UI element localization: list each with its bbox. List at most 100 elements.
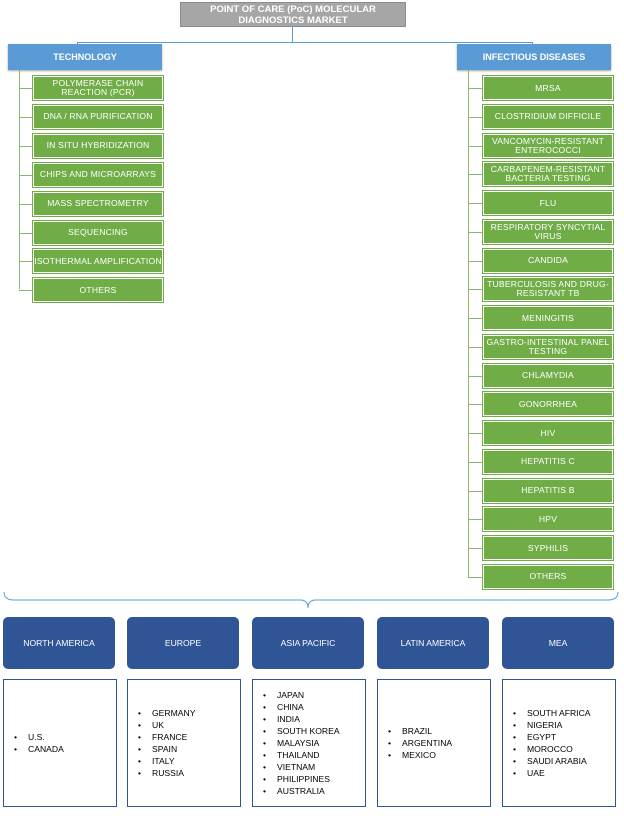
infectious-item-gastro-intestinal-panel-testing: GASTRO-INTESTINAL PANEL TESTING bbox=[483, 334, 613, 359]
country-item: AUSTRALIA bbox=[263, 785, 340, 797]
country-item: ARGENTINA bbox=[388, 737, 452, 749]
region-mea: MEA bbox=[502, 617, 614, 669]
infectious-item-tuberculosis-and-drug-resistant-tb: TUBERCULOSIS AND DRUG-RESISTANT TB bbox=[483, 277, 613, 302]
infectious-item-tick bbox=[468, 289, 483, 291]
country-item: JAPAN bbox=[263, 689, 340, 701]
country-list-mea: SOUTH AFRICANIGERIAEGYPTMOROCCOSAUDI ARA… bbox=[502, 679, 616, 807]
infectious-item-clostridium-difficile: CLOSTRIDIUM DIFFICILE bbox=[483, 104, 613, 129]
infectious-item-tick bbox=[468, 116, 483, 118]
country-bullets: GERMANYUKFRANCESPAINITALYRUSSIA bbox=[128, 707, 195, 779]
country-item: SAUDI ARABIA bbox=[513, 755, 591, 767]
infectious-item-tick bbox=[468, 231, 483, 233]
region-latin-america: LATIN AMERICA bbox=[377, 617, 489, 669]
country-item: NIGERIA bbox=[513, 719, 591, 731]
country-item: ITALY bbox=[138, 755, 195, 767]
country-item: UAE bbox=[513, 767, 591, 779]
region-brace bbox=[3, 591, 619, 609]
infectious-item-tick bbox=[468, 576, 483, 578]
technology-item-polymerase-chain-reaction-pcr: POLYMERASE CHAIN REACTION (PCR) bbox=[33, 76, 163, 100]
infectious-diseases-header: INFECTIOUS DISEASES bbox=[457, 44, 611, 70]
technology-item-tick bbox=[19, 203, 33, 205]
country-item: FRANCE bbox=[138, 731, 195, 743]
country-item: UK bbox=[138, 719, 195, 731]
infectious-item-hepatitis-b: HEPATITIS B bbox=[483, 478, 613, 503]
infectious-item-hiv: HIV bbox=[483, 421, 613, 445]
region-asia-pacific: ASIA PACIFIC bbox=[252, 617, 364, 669]
technology-item-sequencing: SEQUENCING bbox=[33, 220, 163, 245]
country-bullets: BRAZILARGENTINAMEXICO bbox=[378, 725, 452, 761]
technology-item-in-situ-hybridization: IN SITU HYBRIDIZATION bbox=[33, 133, 163, 158]
country-bullets: U.S.CANADA bbox=[4, 731, 64, 755]
infectious-item-tick bbox=[468, 519, 483, 521]
infectious-item-tick bbox=[468, 461, 483, 463]
infectious-item-flu: FLU bbox=[483, 191, 613, 215]
country-item: CANADA bbox=[14, 743, 64, 755]
country-list-europe: GERMANYUKFRANCESPAINITALYRUSSIA bbox=[127, 679, 241, 807]
infectious-connector bbox=[468, 70, 469, 577]
infectious-item-tick bbox=[468, 145, 483, 147]
infectious-item-tick bbox=[468, 433, 483, 434]
infectious-item-hepatitis-c: HEPATITIS C bbox=[483, 449, 613, 474]
country-item: MALAYSIA bbox=[263, 737, 340, 749]
country-list-north-america: U.S.CANADA bbox=[3, 679, 117, 807]
infectious-item-tick bbox=[468, 260, 483, 262]
technology-item-isothermal-amplification: ISOTHERMAL AMPLIFICATION bbox=[33, 249, 163, 274]
infectious-item-tick bbox=[468, 375, 483, 377]
infectious-item-tick bbox=[468, 346, 483, 348]
technology-header: TECHNOLOGY bbox=[8, 44, 162, 70]
technology-item-tick bbox=[19, 88, 33, 89]
infectious-item-tick bbox=[468, 490, 483, 492]
country-list-asia-pacific: JAPANCHINAINDIASOUTH KOREAMALAYSIATHAILA… bbox=[252, 679, 366, 807]
technology-item-mass-spectrometry: MASS SPECTROMETRY bbox=[33, 191, 163, 216]
country-item: U.S. bbox=[14, 731, 64, 743]
technology-item-tick bbox=[19, 261, 33, 263]
branch-left-drop bbox=[77, 42, 78, 44]
country-item: BRAZIL bbox=[388, 725, 452, 737]
country-item: INDIA bbox=[263, 713, 340, 725]
infectious-item-syphilis: SYPHILIS bbox=[483, 536, 613, 560]
page-title: POINT OF CARE (PoC) MOLECULAR DIAGNOSTIC… bbox=[180, 2, 406, 27]
technology-connector bbox=[19, 70, 20, 289]
infectious-item-vancomycin-resistant-enterococci: VANCOMYCIN-RESISTANT ENTEROCOCCI bbox=[483, 133, 613, 158]
country-item: THAILAND bbox=[263, 749, 340, 761]
country-item: RUSSIA bbox=[138, 767, 195, 779]
infectious-item-tick bbox=[468, 318, 483, 319]
technology-item-tick bbox=[19, 290, 33, 292]
country-list-latin-america: BRAZILARGENTINAMEXICO bbox=[377, 679, 491, 807]
infectious-item-meningitis: MENINGITIS bbox=[483, 306, 613, 330]
country-item: SOUTH AFRICA bbox=[513, 707, 591, 719]
infectious-item-respiratory-syncytial-virus: RESPIRATORY SYNCYTIAL VIRUS bbox=[483, 219, 613, 244]
technology-item-tick bbox=[19, 232, 33, 234]
technology-item-dna-rna-purification: DNA / RNA PURIFICATION bbox=[33, 104, 163, 129]
region-europe: EUROPE bbox=[127, 617, 239, 669]
branch-right-drop bbox=[532, 42, 533, 44]
infectious-item-hpv: HPV bbox=[483, 507, 613, 532]
infectious-item-gonorrhea: GONORRHEA bbox=[483, 392, 613, 417]
country-item: SOUTH KOREA bbox=[263, 725, 340, 737]
technology-item-tick bbox=[19, 174, 33, 176]
country-item: SPAIN bbox=[138, 743, 195, 755]
infectious-item-mrsa: MRSA bbox=[483, 76, 613, 100]
technology-item-tick bbox=[19, 116, 33, 118]
infectious-item-others: OTHERS bbox=[483, 564, 613, 589]
country-item: VIETNAM bbox=[263, 761, 340, 773]
technology-item-others: OTHERS bbox=[33, 278, 163, 303]
infectious-item-tick bbox=[468, 203, 483, 204]
infectious-item-tick bbox=[468, 88, 483, 89]
country-item: EGYPT bbox=[513, 731, 591, 743]
technology-item-chips-and-microarrays: CHIPS AND MICROARRAYS bbox=[33, 162, 163, 187]
technology-item-tick bbox=[19, 145, 33, 147]
country-item: CHINA bbox=[263, 701, 340, 713]
infectious-item-tick bbox=[468, 404, 483, 406]
country-item: MEXICO bbox=[388, 749, 452, 761]
title-stem bbox=[292, 27, 293, 43]
country-item: PHILIPPINES bbox=[263, 773, 340, 785]
branch-horizontal bbox=[77, 42, 532, 43]
country-item: MOROCCO bbox=[513, 743, 591, 755]
country-bullets: SOUTH AFRICANIGERIAEGYPTMOROCCOSAUDI ARA… bbox=[503, 707, 591, 779]
infectious-item-tick bbox=[468, 548, 483, 549]
infectious-item-candida: CANDIDA bbox=[483, 248, 613, 273]
region-north-america: NORTH AMERICA bbox=[3, 617, 115, 669]
infectious-item-carbapenem-resistant-bacteria-testing: CARBAPENEM-RESISTANT BACTERIA TESTING bbox=[483, 162, 613, 187]
country-bullets: JAPANCHINAINDIASOUTH KOREAMALAYSIATHAILA… bbox=[253, 689, 340, 797]
